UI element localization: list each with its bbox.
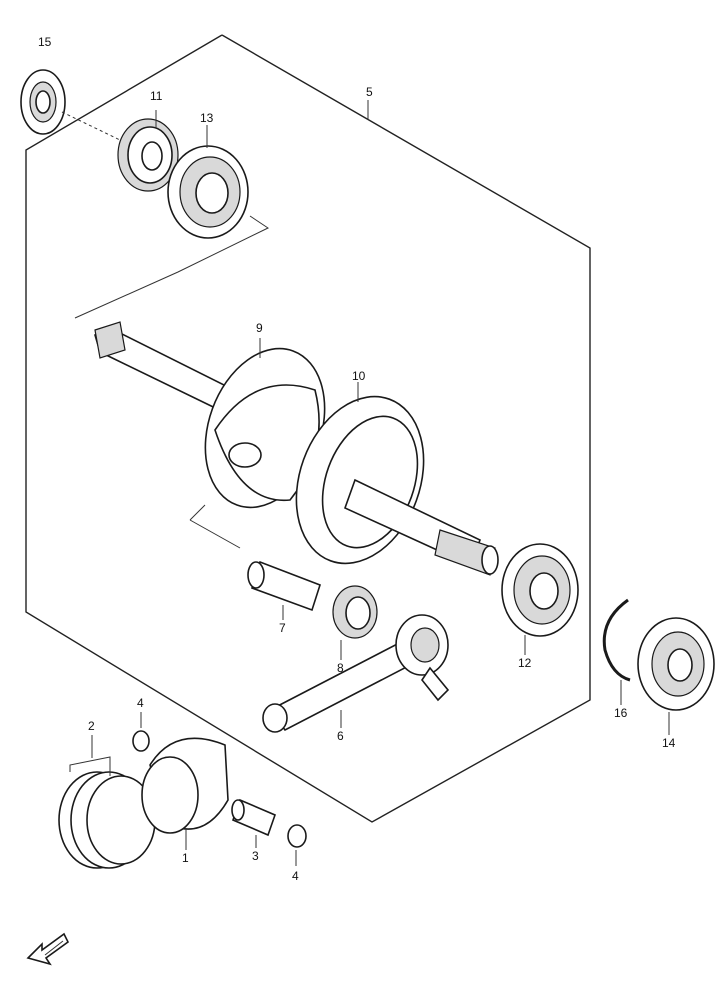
callout-4-bottom: 4	[292, 869, 299, 883]
callout-5: 5	[366, 85, 373, 99]
crankshaft-assembly-boundary	[25, 34, 591, 823]
circlip-part-16[interactable]	[602, 598, 631, 705]
oil-seal-part-15[interactable]	[20, 69, 121, 141]
piston-rings-part-2[interactable]	[58, 735, 156, 869]
callout-9: 9	[256, 321, 263, 335]
callout-8: 8	[337, 661, 344, 675]
callout-11: 11	[150, 89, 163, 103]
callout-labels: 15 11 13 5 9 10 7 8 6 12 16 14 2 4 1 3 4	[38, 35, 676, 883]
timing-gear-part-11[interactable]	[117, 110, 179, 192]
callout-16: 16	[614, 706, 628, 720]
callout-6: 6	[337, 729, 344, 743]
callout-3: 3	[252, 849, 259, 863]
callout-4-top: 4	[137, 696, 144, 710]
callout-12: 12	[518, 656, 532, 670]
oil-seal-part-14[interactable]	[637, 617, 715, 735]
circlip-part-4-a[interactable]	[132, 712, 150, 752]
callout-14: 14	[662, 736, 676, 750]
callout-1: 1	[182, 851, 189, 865]
crank-pin-part-7[interactable]	[247, 560, 321, 620]
bearing-part-12[interactable]	[501, 543, 579, 655]
connecting-rod-part-6[interactable]	[262, 614, 450, 733]
bearing-part-13[interactable]	[167, 125, 249, 239]
needle-bearing-part-8[interactable]	[332, 585, 378, 660]
front-direction-arrow-icon	[26, 932, 70, 966]
callout-13: 13	[200, 111, 214, 125]
callout-10: 10	[352, 369, 366, 383]
circlip-part-4-b[interactable]	[287, 824, 307, 866]
callout-15: 15	[38, 35, 52, 49]
callout-7: 7	[279, 621, 286, 635]
piston-pin-part-3[interactable]	[231, 798, 277, 848]
piston-part-1[interactable]	[141, 737, 229, 850]
crankshaft-right-part-10[interactable]	[274, 379, 499, 582]
callout-2: 2	[88, 719, 95, 733]
